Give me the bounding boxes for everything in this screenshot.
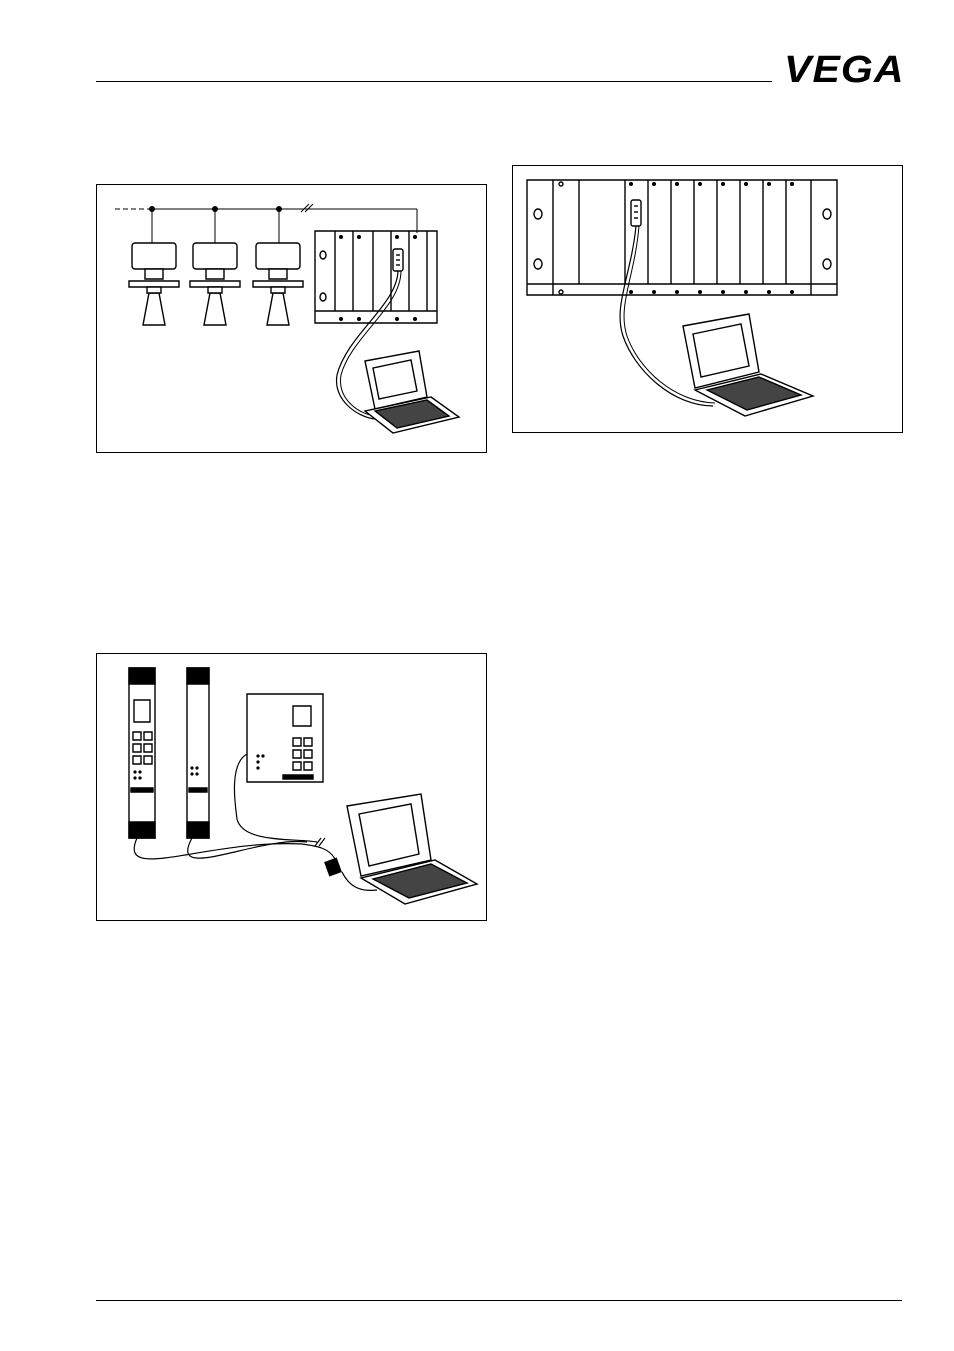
sensor-icon: [129, 243, 179, 325]
connector-icon: [393, 249, 403, 271]
adapter-icon: [325, 858, 341, 875]
connector-icon: [631, 200, 641, 226]
figure-modules-laptop: [96, 653, 487, 921]
module-icon: [129, 668, 155, 838]
laptop-icon: [347, 794, 477, 904]
laptop-icon: [683, 314, 813, 416]
figure-sensors-rack-laptop: [96, 184, 487, 453]
footer-rule: [96, 1300, 902, 1301]
sensor-icon: [190, 243, 240, 325]
rack-laptop-drawing: [513, 166, 902, 432]
modules-laptop-drawing: [97, 654, 486, 920]
sensor-icon: [253, 243, 303, 325]
module-icon: [187, 668, 209, 838]
header-rule: [96, 81, 772, 82]
rack-icon: [315, 231, 437, 323]
figure-rack-laptop: [512, 165, 903, 433]
laptop-icon: [365, 351, 459, 433]
rack-icon: [527, 180, 837, 295]
vega-logo: VEGA: [784, 50, 905, 90]
sensors-rack-laptop-drawing: [97, 185, 486, 452]
